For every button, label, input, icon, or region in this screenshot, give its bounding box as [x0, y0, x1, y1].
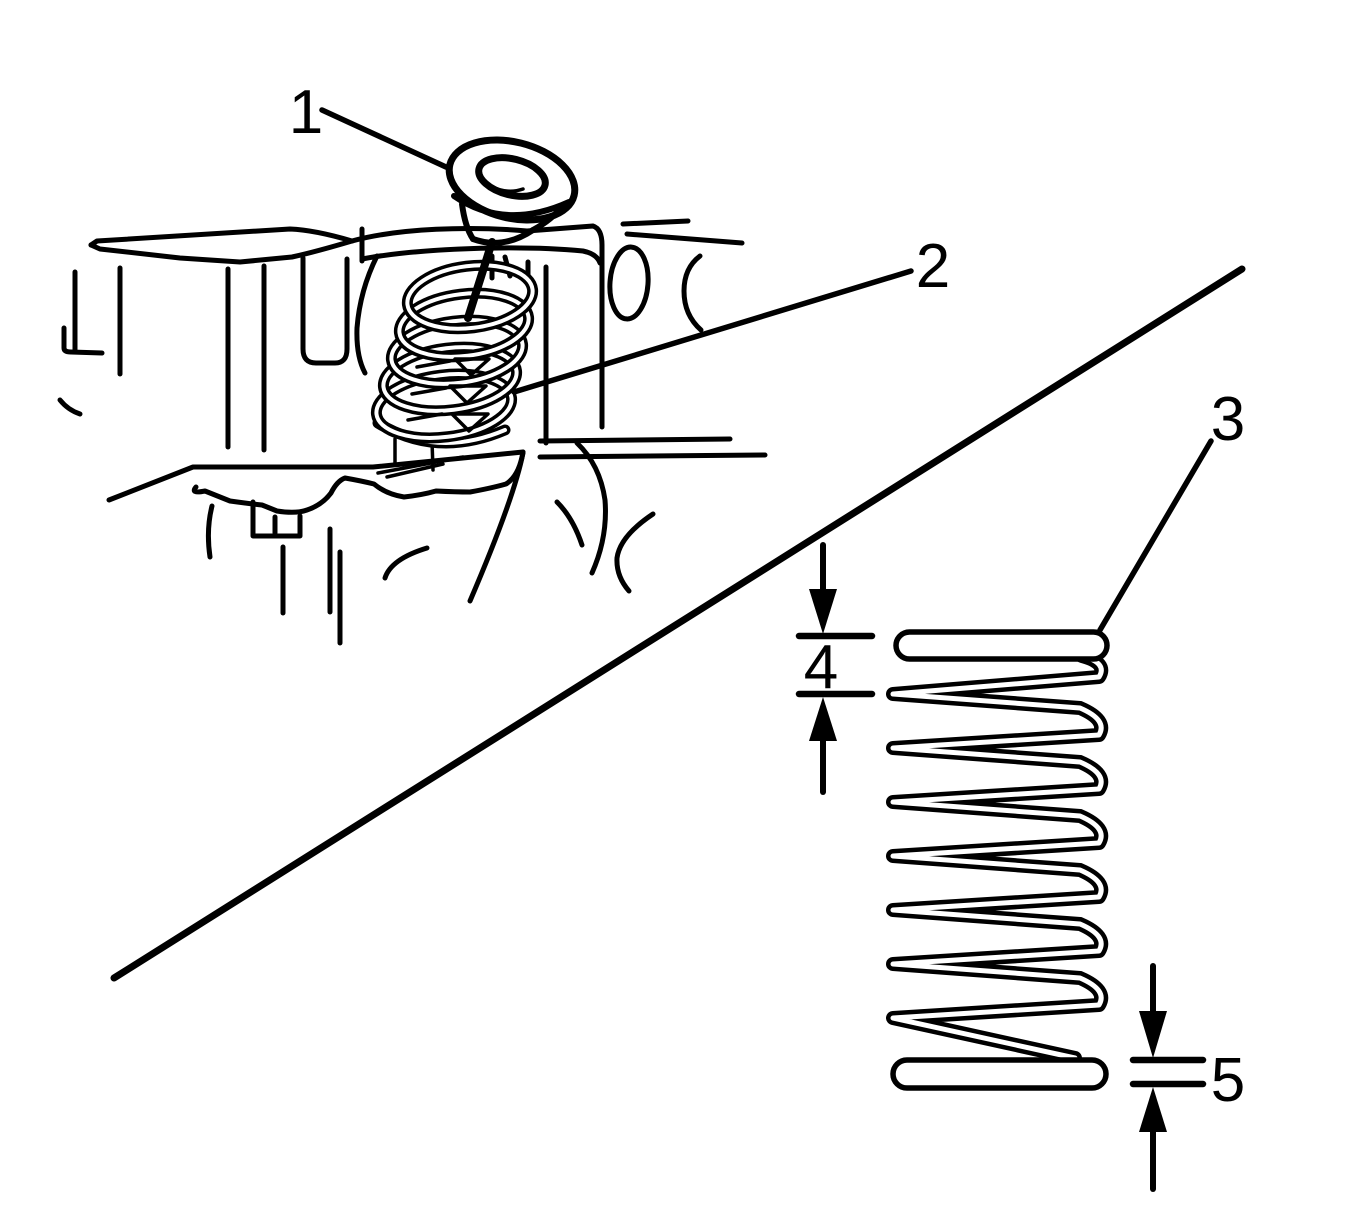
coil-core: [405, 263, 535, 331]
head-contour: [250, 499, 303, 539]
head-deck-top-edge: [88, 226, 355, 248]
callout-3-leader-line: [1097, 438, 1214, 633]
chamber-curve: [467, 450, 526, 604]
dim4-label: 4: [804, 633, 838, 702]
dim5-label: 5: [1211, 1046, 1245, 1115]
dim4-up-arrowhead-icon: [809, 697, 837, 741]
head-contour: [61, 325, 105, 356]
dim5-down-arrowhead-icon: [1139, 1011, 1167, 1058]
bolt-hole-arc: [681, 253, 704, 333]
head-contour: [624, 231, 745, 246]
head-lower-ledge: [537, 452, 768, 460]
dim4-down-arrowhead-icon: [809, 589, 837, 634]
retainer-skirt: [459, 201, 476, 242]
valve-stem: [464, 238, 496, 322]
dimension-4: 4: [795, 542, 876, 795]
callout-3-label: 3: [1211, 385, 1245, 454]
valve-spring-retainer: [445, 136, 579, 246]
retainer-skirt: [470, 227, 536, 246]
coil-back-edge: [415, 359, 452, 369]
coil-core: [397, 291, 531, 359]
head-deck-bottom-edge: [88, 238, 355, 265]
dim5-up-arrowhead-icon: [1139, 1087, 1167, 1132]
spring-recess-arc: [354, 253, 380, 376]
head-contour: [57, 397, 83, 417]
coil-core: [381, 345, 519, 413]
coil-back-edge: [410, 386, 448, 396]
head-contour: [574, 440, 608, 576]
head-contour: [614, 511, 656, 594]
head-contour: [205, 503, 215, 560]
head-contour: [620, 218, 691, 227]
spring-bottom-coil: [890, 1057, 1109, 1091]
section-divider-line: [110, 265, 1246, 982]
spring-top-coil: [893, 629, 1110, 662]
cylinder-head-line-art: [57, 218, 768, 646]
callout-2-leader-line: [511, 268, 914, 395]
head-lower-ledge: [537, 436, 733, 444]
coil-back-edge: [406, 412, 444, 422]
spring-coil-zigzag-core: [890, 653, 1104, 1061]
head-block-top-rear-edge: [349, 223, 605, 430]
coil-back-edge: [448, 384, 488, 405]
dimension-5: 5: [1129, 963, 1245, 1192]
callout-1-label: 1: [289, 78, 323, 147]
head-slot: [300, 255, 350, 366]
callouts: 1 2 3: [289, 78, 1245, 633]
callout-1-leader-line: [319, 107, 449, 170]
coil-back-edge: [453, 357, 491, 377]
retainer-skirt: [530, 204, 564, 233]
head-contour: [554, 499, 585, 548]
coil-core: [389, 318, 525, 386]
head-contour: [382, 545, 430, 581]
bolt-hole-oval: [607, 244, 651, 322]
retainer-hole: [475, 154, 549, 200]
seat-edge-line: [376, 455, 465, 475]
retainer-flange-underside: [451, 193, 572, 219]
coil-core: [374, 372, 514, 440]
coil-back-edge: [450, 412, 490, 433]
callout-2-label: 2: [916, 232, 950, 301]
head-block-top-front-edge: [359, 245, 603, 266]
installed-valve-spring: [370, 238, 539, 449]
detail-valve-spring: [886, 629, 1110, 1091]
retainer-hole-chamfer: [487, 183, 525, 193]
casting-band: [191, 449, 526, 515]
